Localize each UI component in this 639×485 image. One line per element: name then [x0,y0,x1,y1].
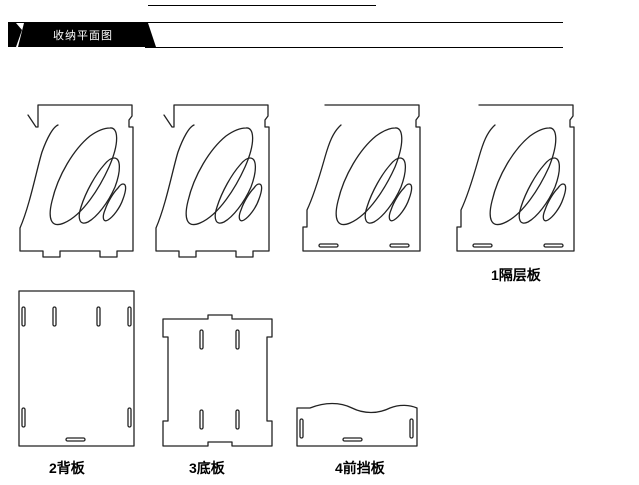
divider-label: 1隔层板 [491,267,541,283]
back-panel [18,290,135,447]
front-panel-label: 4前挡板 [335,460,385,476]
bottom-panel-label: 3底板 [189,460,225,476]
divider-panel-4 [456,104,575,252]
page-title: 收纳平面图 [53,30,113,42]
top-rule-short [148,5,376,6]
header-bottom-rule [145,47,563,48]
bottom-panel [162,314,273,447]
divider-panel-1 [19,104,134,258]
front-panel [296,402,418,447]
banner-shape [8,23,156,47]
header-top-rule [8,22,563,23]
divider-panel-2 [155,104,270,258]
back-panel-label: 2背板 [49,460,85,476]
divider-panel-3 [302,104,421,252]
